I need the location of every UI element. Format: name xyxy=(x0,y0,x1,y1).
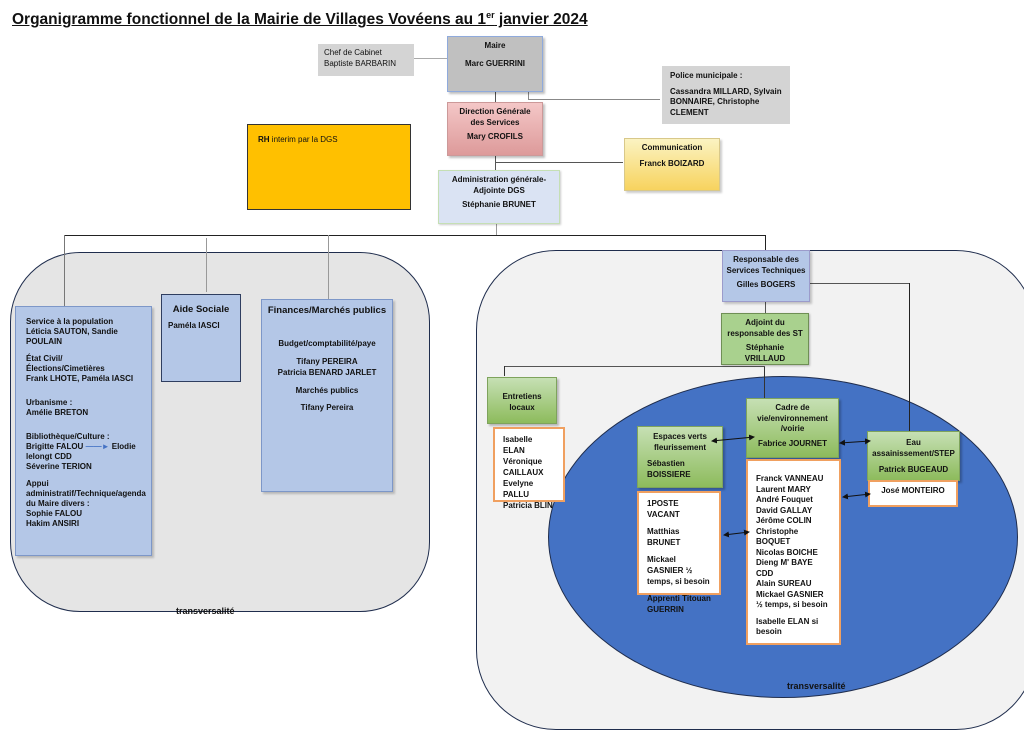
finances-box: Finances/Marchés publics Budget/comptabi… xyxy=(261,299,393,492)
connector-maire-police-h xyxy=(528,99,660,100)
arrow-espaces-cadre xyxy=(711,434,755,444)
maire-box: Maire Marc GUERRINI xyxy=(447,36,543,92)
arrow-espaces-cadre-team xyxy=(723,529,750,538)
connector-to-aide-inner xyxy=(206,252,207,292)
dgs-box: Direction Générale des Services Mary CRO… xyxy=(447,102,543,156)
connector-adjoint-entretiens-v xyxy=(504,366,505,376)
service-population-box: Service à la population Léticia SAUTON, … xyxy=(15,306,152,556)
page-title: Organigramme fonctionnel de la Mairie de… xyxy=(12,10,588,29)
adjoint-st-box: Adjoint du responsable des ST Stéphanie … xyxy=(721,313,809,365)
chef-cabinet-box: Chef de Cabinet Baptiste BARBARIN xyxy=(318,44,414,76)
connector-to-service-pop-inner xyxy=(64,252,65,306)
cadre-vie-team-list: Franck VANNEAU Laurent MARY André Fouque… xyxy=(746,459,841,645)
responsable-st-box: Responsable des Services Techniques Gill… xyxy=(722,250,810,302)
connector-to-finances-inner xyxy=(328,252,329,299)
espaces-verts-team-list: 1POSTE VACANT Matthias BRUNET Mickael GA… xyxy=(637,491,721,614)
adjointe-dgs-box: Administration générale- Adjointe DGS St… xyxy=(438,170,560,224)
espaces-verts-box: Espaces verts fleurissement Sébastien BO… xyxy=(637,426,723,488)
connector-dgs-comm xyxy=(495,162,623,163)
transversalite-label-right: transversalité xyxy=(787,681,846,691)
connector-maire-police xyxy=(528,92,529,100)
connector-st-eau-v xyxy=(909,283,910,431)
connector-cabinet-maire xyxy=(413,58,447,59)
arrow-cadre-eau-team xyxy=(842,491,871,500)
connector-adjoint-entretiens-h xyxy=(504,366,765,367)
connector-adm-down xyxy=(496,223,497,235)
entretiens-locaux-box: Entretiens locaux xyxy=(487,377,557,424)
connector-main-horizontal xyxy=(64,235,766,236)
connector-maire-dgs xyxy=(495,92,496,104)
connector-dgs-adm xyxy=(495,156,496,170)
connector-st-eau-h xyxy=(804,283,910,284)
connector-to-st xyxy=(765,235,766,251)
connector-adjoint-split xyxy=(764,366,765,398)
arrow-right-icon: ——► xyxy=(85,442,110,451)
entretiens-team-list: Isabelle ELAN Véronique CAILLAUX Evelyne… xyxy=(493,427,565,510)
police-box: Police municipale : Cassandra MILLARD, S… xyxy=(662,66,790,124)
connector-st-adjoint xyxy=(765,302,766,314)
communication-box: Communication Franck BOIZARD xyxy=(624,138,720,191)
aide-sociale-box: Aide Sociale Paméla IASCI xyxy=(161,294,241,382)
cadre-vie-box: Cadre de vie/environnement /voirie Fabri… xyxy=(746,398,839,458)
eau-team-list: José MONTEIRO xyxy=(868,480,958,507)
rh-box: RH interim par la DGS xyxy=(247,124,411,210)
transversalite-label-left: transversalité xyxy=(176,606,235,616)
arrow-cadre-eau xyxy=(839,438,871,446)
